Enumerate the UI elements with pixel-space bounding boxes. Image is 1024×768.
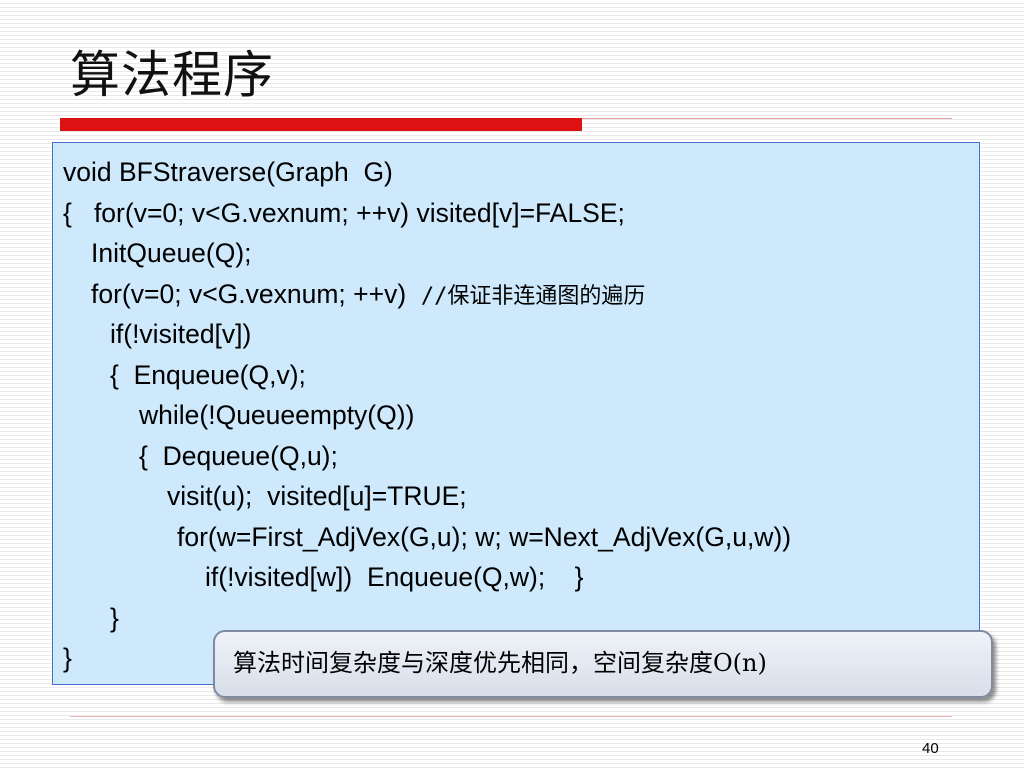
title-underline-thin: [582, 118, 952, 119]
code-line-13: }: [63, 643, 72, 673]
complexity-callout: 算法时间复杂度与深度优先相同，空间复杂度O(n): [213, 630, 993, 698]
code-comment: //保证非连通图的遍历: [420, 284, 646, 309]
code-text: for(v=0; v<G.vexnum; ++v): [91, 279, 421, 309]
code-line-11: if(!visited[w]) Enqueue(Q,w); }: [205, 562, 584, 592]
code-line-8: { Dequeue(Q,u);: [139, 441, 338, 471]
code-line-9: visit(u); visited[u]=TRUE;: [167, 481, 467, 511]
title-underline-bar: [60, 118, 582, 131]
code-block: void BFStraverse(Graph G) { for(v=0; v<G…: [52, 142, 980, 685]
slide-title: 算法程序: [70, 46, 274, 104]
code-line-12: }: [110, 603, 119, 633]
code-line-1: void BFStraverse(Graph G): [63, 157, 393, 187]
code-line-6: { Enqueue(Q,v);: [110, 360, 306, 390]
code-line-4: for(v=0; v<G.vexnum; ++v) //保证非连通图的遍历: [91, 281, 645, 308]
page-number: 40: [922, 740, 939, 757]
footer-divider: [70, 716, 952, 717]
code-line-10: for(w=First_AdjVex(G,u); w; w=Next_AdjVe…: [177, 522, 792, 552]
code-line-3: InitQueue(Q);: [91, 238, 252, 268]
code-line-5: if(!visited[v]): [110, 319, 252, 349]
callout-text: 算法时间复杂度与深度优先相同，空间复杂度O(n): [233, 649, 767, 677]
code-line-7: while(!Queueempty(Q)): [139, 400, 415, 430]
code-line-2: { for(v=0; v<G.vexnum; ++v) visited[v]=F…: [63, 198, 625, 228]
